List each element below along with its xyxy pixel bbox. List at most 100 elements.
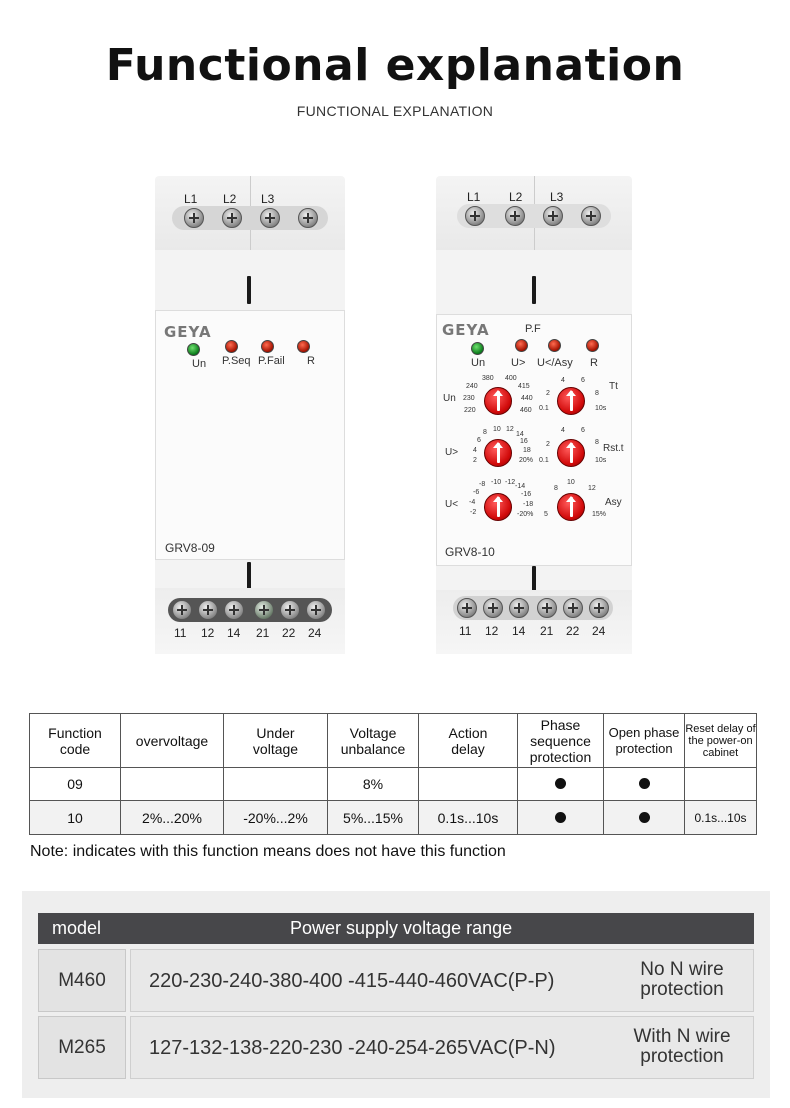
scale-label: 6 — [477, 437, 481, 444]
led-u-over-icon — [515, 339, 528, 352]
scale-label: 5 — [544, 511, 548, 518]
table-note: Note: indicates with this function means… — [30, 843, 506, 860]
terminal-label: 21 — [256, 626, 270, 640]
table-row: 09 8% — [29, 767, 757, 801]
screw-icon[interactable] — [306, 600, 326, 620]
scale-label: 8 — [595, 439, 599, 446]
led-label-u-over: U> — [511, 357, 526, 369]
screw-icon[interactable] — [222, 208, 242, 228]
knob-un[interactable] — [484, 387, 512, 415]
scale-label: -2 — [470, 509, 477, 516]
screw-icon[interactable] — [509, 598, 529, 618]
din-slot — [532, 566, 536, 594]
cell-undervoltage: -20%...2% — [223, 800, 328, 835]
terminal-label-l2: L2 — [509, 190, 523, 204]
screw-icon[interactable] — [260, 208, 280, 228]
cell-undervoltage — [223, 767, 328, 801]
cell-delay — [418, 767, 518, 801]
terminal-label: 11 — [459, 624, 472, 638]
knob-rst[interactable] — [557, 439, 585, 467]
scale-label: -14 — [515, 483, 526, 490]
function-table: Function code overvoltage Under voltage … — [29, 713, 757, 835]
scale-label: 6 — [581, 427, 585, 434]
cell-overvoltage — [120, 767, 224, 801]
model-cell: M265 — [38, 1016, 126, 1079]
screw-icon[interactable] — [537, 598, 557, 618]
header-undervoltage: Under voltage — [223, 713, 328, 768]
cell-unbalance: 5%...15% — [327, 800, 419, 835]
top-screw-row — [172, 206, 328, 230]
terminal-label: 22 — [282, 626, 296, 640]
pf-label: P.F — [525, 323, 541, 335]
voltage-table-header: model Power supply voltage range — [38, 913, 754, 944]
cell-overvoltage: 2%...20% — [120, 800, 224, 835]
scale-label: 0.1 — [539, 405, 549, 412]
header-reset-delay: Reset delay of the power-on cabinet — [684, 713, 757, 768]
top-screw-row — [457, 204, 611, 228]
screw-icon[interactable] — [457, 598, 477, 618]
front-panel: GEYA P.F Un U> U</Asy R Un 240 380 400 4… — [436, 314, 632, 566]
screw-icon[interactable] — [465, 206, 485, 226]
voltage-row-m265: M265 127-132-138-220-230 -240-254-265VAC… — [38, 1016, 754, 1079]
led-pseq-icon — [225, 340, 238, 353]
screw-icon[interactable] — [184, 208, 204, 228]
scale-label: -16 — [521, 491, 532, 498]
bottom-screw-row — [453, 596, 613, 620]
din-slot — [532, 276, 536, 304]
screw-icon[interactable] — [280, 600, 300, 620]
cell-unbalance: 8% — [327, 767, 419, 801]
scale-label: 4 — [561, 377, 565, 384]
cell-open-phase — [603, 800, 685, 835]
led-un-icon — [471, 342, 484, 355]
knob-tt[interactable] — [557, 387, 585, 415]
scale-label: 15% — [592, 511, 607, 518]
terminal-label: 14 — [512, 624, 526, 638]
scale-label: 380 — [482, 375, 494, 382]
led-label-un: Un — [471, 357, 486, 369]
scale-label: 12 — [506, 426, 514, 433]
scale-label: -4 — [469, 499, 476, 506]
voltage-range-panel: model Power supply voltage range M460 22… — [22, 891, 770, 1098]
screw-icon[interactable] — [198, 600, 218, 620]
scale-label: 16 — [520, 438, 528, 445]
terminal-label: 12 — [201, 626, 215, 640]
knob-label-un: Un — [443, 393, 456, 404]
voltage-range: 220-230-240-380-400 -415-440-460VAC(P-P) — [149, 970, 555, 992]
din-slot — [247, 276, 251, 304]
header-overvoltage: overvoltage — [120, 713, 224, 768]
screw-icon[interactable] — [298, 208, 318, 228]
header-model: model — [52, 918, 102, 938]
scale-label: 2 — [473, 457, 477, 464]
scale-label: 440 — [521, 395, 533, 402]
screw-icon[interactable] — [589, 598, 609, 618]
scale-label: 18 — [523, 447, 531, 454]
screw-icon[interactable] — [505, 206, 525, 226]
bullet-icon — [638, 778, 650, 789]
scale-label: 8 — [595, 390, 599, 397]
screw-icon[interactable] — [224, 600, 244, 620]
screw-icon[interactable] — [254, 600, 274, 620]
top-terminal-block: L1 L2 L3 — [436, 176, 632, 250]
bullet-icon — [638, 811, 650, 823]
terminal-label: 14 — [227, 626, 241, 640]
screw-icon[interactable] — [483, 598, 503, 618]
led-r-icon — [586, 339, 599, 352]
bottom-terminal-block: 11 12 14 21 22 24 — [155, 588, 345, 654]
knob-u-under[interactable] — [484, 493, 512, 521]
front-panel: GEYA Un P.Seq P.Fail R GRV8-09 — [155, 310, 345, 560]
screw-icon[interactable] — [172, 600, 192, 620]
scale-label: 460 — [520, 407, 532, 414]
scale-label: 240 — [466, 383, 478, 390]
scale-label: 12 — [588, 485, 596, 492]
terminal-label: 22 — [566, 624, 580, 638]
screw-icon[interactable] — [563, 598, 583, 618]
screw-icon[interactable] — [543, 206, 563, 226]
scale-label: 2 — [546, 441, 550, 448]
screw-icon[interactable] — [581, 206, 601, 226]
knob-u-over[interactable] — [484, 439, 512, 467]
header-action-delay: Action delay — [418, 713, 518, 768]
led-u-under-asy-icon — [548, 339, 561, 352]
knob-asy[interactable] — [557, 493, 585, 521]
top-terminal-block: L1 L2 L3 — [155, 176, 345, 250]
table-row: 10 2%...20% -20%...2% 5%...15% 0.1s...10… — [29, 800, 757, 835]
